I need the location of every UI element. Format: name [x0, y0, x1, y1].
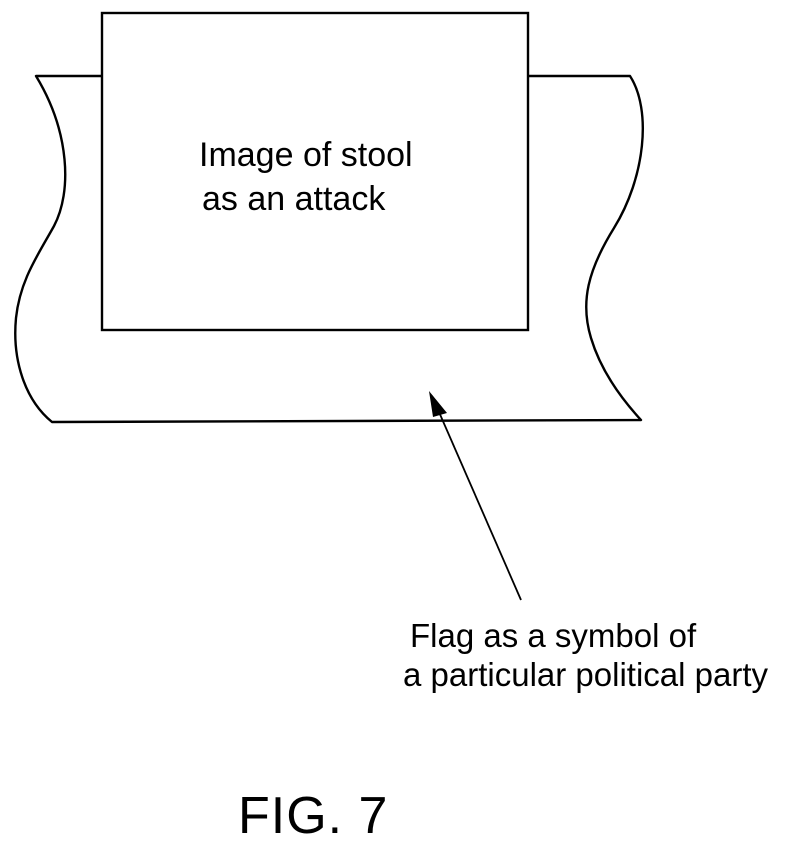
figure-label: FIG. 7 — [238, 787, 389, 845]
box-label-line-2: as an attack — [202, 180, 386, 218]
callout-label-line-2: a particular political party — [403, 656, 768, 693]
arrowhead — [429, 391, 447, 417]
leader-line — [431, 395, 522, 601]
callout-label-line-1: Flag as a symbol of — [410, 617, 697, 654]
box-label-line-1: Image of stool — [199, 136, 413, 174]
image-box — [100, 11, 530, 332]
